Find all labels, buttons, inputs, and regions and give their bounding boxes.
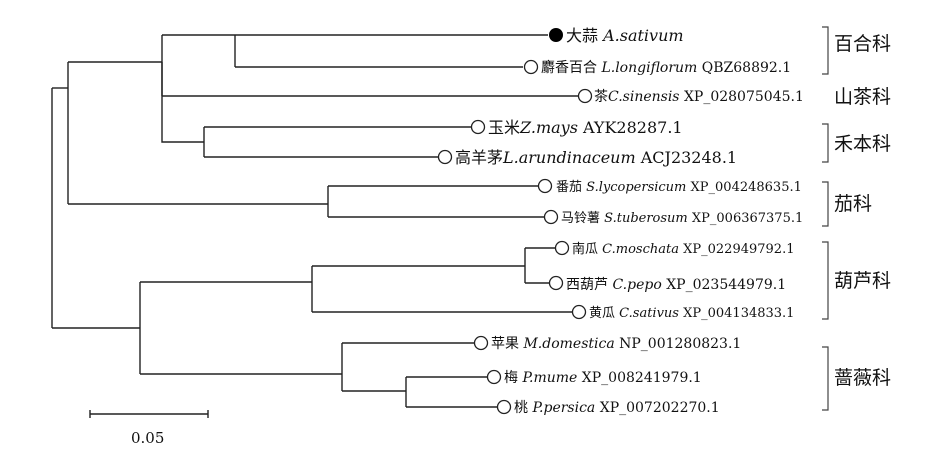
open-circle-marker: [470, 119, 486, 135]
open-circle-marker: [548, 275, 564, 291]
open-circle-marker: [543, 209, 559, 225]
leaf-label: 梅 P.mume XP_008241979.1: [504, 370, 702, 386]
leaf-label: 高羊茅L.arundinaceum ACJ23248.1: [455, 148, 737, 167]
open-circle-marker: [473, 335, 489, 351]
family-label: 山茶科: [834, 86, 891, 108]
open-circle-marker: [537, 178, 553, 194]
leaf-labels: 大蒜 A.sativum 麝香百合 L.longiflorum QBZ68892…: [455, 26, 804, 416]
open-circle-marker: [486, 369, 502, 385]
leaf-label: 黄瓜 C.sativus XP_004134833.1: [589, 306, 794, 321]
poaceae-stem: [161, 62, 204, 143]
open-circle-marker: [571, 304, 587, 320]
family-label: 蔷薇科: [834, 367, 891, 389]
family-bracket: [822, 26, 829, 75]
filled-circle-marker: [549, 28, 563, 42]
leaf-label: 大蒜 A.sativum: [566, 26, 684, 45]
scale-bar: 0.05: [89, 410, 209, 447]
open-circle-marker: [437, 149, 453, 165]
family-label: 禾本科: [834, 133, 891, 155]
family-brackets: [822, 26, 829, 411]
leaf-label: 茶C.sinensis XP_028075045.1: [594, 89, 804, 105]
family-labels: 百合科 山茶科 禾本科 茄科 葫芦科 蔷薇科: [834, 33, 891, 389]
tree-branches: [51, 34, 578, 408]
scale-bar-line: [89, 410, 209, 418]
family-label: 葫芦科: [834, 270, 891, 292]
family-label: 茄科: [834, 193, 872, 215]
open-circle-marker: [496, 399, 512, 415]
leaf-markers: [437, 28, 593, 415]
family-bracket: [822, 123, 829, 163]
family-bracket: [822, 241, 829, 320]
family-label: 百合科: [834, 33, 891, 55]
leaf-label: 桃 P.persica XP_007202270.1: [514, 400, 720, 416]
leaf-label: 马铃薯 S.tuberosum XP_006367375.1: [561, 211, 803, 226]
open-circle-marker: [554, 240, 570, 256]
leaf-label: 西葫芦 C.pepo XP_023544979.1: [566, 277, 786, 293]
open-circle-marker: [523, 59, 539, 75]
family-bracket: [822, 346, 829, 411]
leaf-label: 玉米Z.mays AYK28287.1: [488, 118, 683, 137]
scale-bar-label: 0.05: [131, 429, 164, 447]
leaf-label: 番茄 S.lycopersicum XP_004248635.1: [556, 180, 802, 195]
leaf-label: 苹果 M.domestica NP_001280823.1: [491, 336, 741, 352]
leaf-label: 麝香百合 L.longiflorum QBZ68892.1: [541, 60, 791, 76]
leaf-label: 南瓜 C.moschata XP_022949792.1: [572, 241, 794, 257]
family-bracket: [822, 181, 829, 227]
open-circle-marker: [577, 88, 593, 104]
